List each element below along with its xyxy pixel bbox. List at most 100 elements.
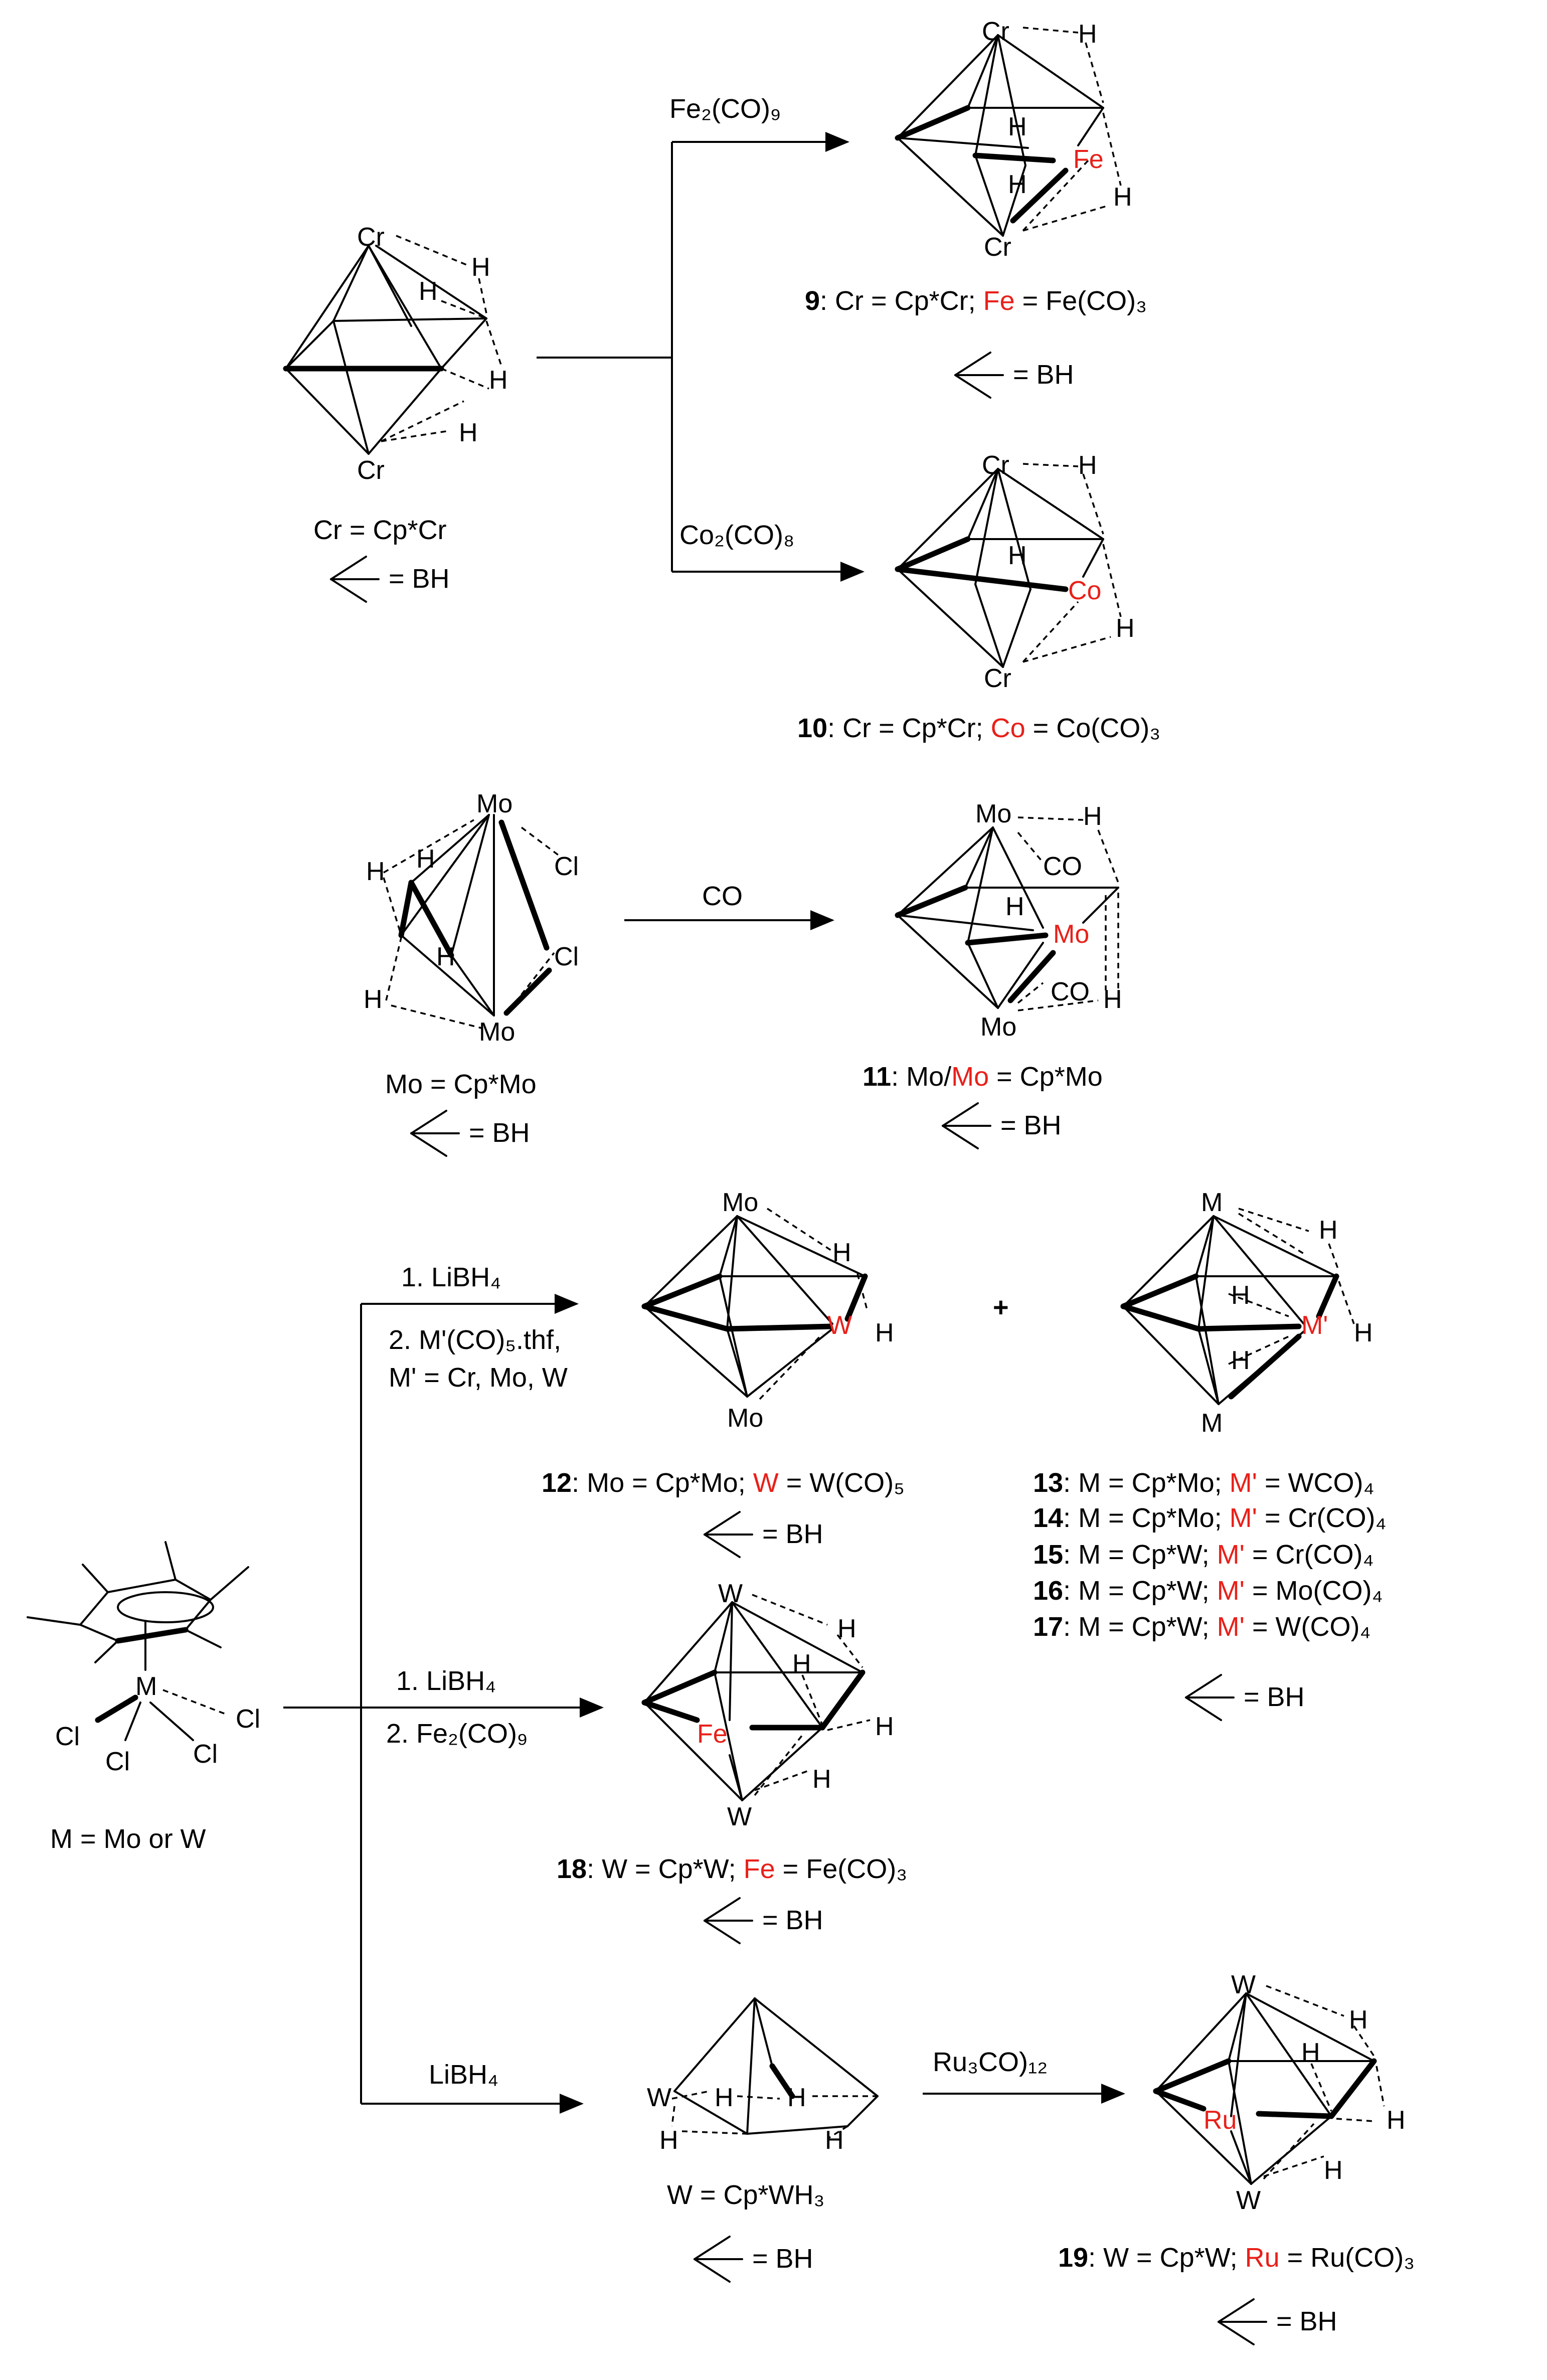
- atom-h: H: [1301, 2038, 1320, 2067]
- atom-h: H: [1103, 985, 1122, 1014]
- branch-arrow-cr: [537, 132, 865, 582]
- mo-start-cluster: Mo Mo Cl Cl H H H H: [364, 789, 579, 1047]
- atom-cr: Cr: [982, 17, 1009, 46]
- bh-legend: = BH: [752, 2244, 813, 2274]
- atom-m: M: [1201, 1409, 1223, 1438]
- bh-legend-icon: [694, 2236, 743, 2283]
- reagent-ru3co12: Ru₃CO)₁₂: [933, 2047, 1048, 2077]
- atom-h: H: [416, 844, 435, 874]
- atom-h: H: [1005, 892, 1024, 921]
- bh-legend-icon: [330, 556, 380, 603]
- reagent-libh4: LiBH₄: [429, 2060, 498, 2090]
- bh-legend-icon: [1185, 1674, 1235, 1721]
- bh-legend-icon: [704, 1511, 753, 1558]
- atom-cl: Cl: [193, 1740, 218, 1769]
- reagent-step1: 1. LiBH₄: [396, 1666, 496, 1696]
- caption-compound-16: 16: M = Cp*W; M' = Mo(CO)₄: [1033, 1576, 1383, 1606]
- atom-mo: Mo: [975, 799, 1011, 828]
- caption-compound-11: 11: Mo/Mo = Cp*Mo: [863, 1062, 1103, 1092]
- atom-h: H: [1116, 614, 1135, 643]
- bh-legend-icon: [1218, 2298, 1267, 2345]
- reagent-fe2co9: Fe₂(CO)₉: [669, 94, 781, 124]
- atom-h: H: [471, 253, 490, 282]
- caption-w-start: W = Cp*WH₃: [667, 2180, 825, 2210]
- reagent-co2co8: Co₂(CO)₈: [679, 520, 794, 550]
- atom-fe-highlight: Fe: [1073, 145, 1104, 174]
- caption-compound-9: 9: Cr = Cp*Cr; Fe = Fe(CO)₃: [805, 286, 1147, 316]
- atom-fe-highlight: Fe: [697, 1720, 728, 1749]
- atom-h: H: [1349, 2005, 1368, 2034]
- reagent-co: CO: [702, 881, 743, 911]
- atom-m: M: [1201, 1188, 1223, 1217]
- atom-h: H: [1354, 1318, 1373, 1347]
- atom-h: H: [715, 2083, 734, 2112]
- caption-compound-17: 17: M = Cp*W; M' = W(CO)₄: [1033, 1612, 1370, 1642]
- atom-w: W: [718, 1579, 743, 1608]
- compound-19-cluster: W W Ru H H H H: [1153, 1970, 1406, 2215]
- atom-h: H: [1231, 1346, 1250, 1375]
- ligand-co: CO: [1051, 977, 1090, 1006]
- atom-h: H: [1319, 1216, 1338, 1245]
- atom-mo: Mo: [479, 1017, 515, 1047]
- atom-h: H: [1387, 2106, 1406, 2135]
- caption-compound-18: 18: W = Cp*W; Fe = Fe(CO)₃: [557, 1854, 907, 1884]
- cr-start-cluster: Cr Cr H H H H: [283, 223, 508, 485]
- reagent-step2: 2. M'(CO)₅.thf,: [389, 1325, 561, 1355]
- bh-legend: = BH: [762, 1519, 823, 1549]
- bh-legend: = BH: [1244, 1682, 1305, 1712]
- ligand-co: CO: [1043, 852, 1082, 881]
- compound-10-cluster: Cr Cr Co H H H: [895, 451, 1135, 693]
- caption-mo-start: Mo = Cp*Mo: [385, 1069, 537, 1099]
- atom-mo: Mo: [476, 789, 512, 818]
- bh-legend: = BH: [762, 1905, 823, 1935]
- compound-12-cluster: Mo Mo W H H: [641, 1188, 894, 1433]
- caption-compound-14: 14: M = Cp*Mo; M' = Cr(CO)₄: [1033, 1503, 1387, 1533]
- caption-compound-19: 19: W = Cp*W; Ru = Ru(CO)₃: [1058, 2243, 1415, 2273]
- atom-cr: Cr: [984, 233, 1011, 262]
- atom-mo: Mo: [980, 1012, 1016, 1042]
- atom-cl: Cl: [236, 1705, 260, 1734]
- caption-compound-15: 15: M = Cp*W; M' = Cr(CO)₄: [1033, 1540, 1373, 1570]
- bh-legend: = BH: [389, 564, 450, 594]
- branch-arrow-precursor: [283, 1294, 604, 2114]
- atom-h: H: [1008, 170, 1027, 199]
- reagent-step1: 1. LiBH₄: [401, 1262, 501, 1292]
- caption-compound-12: 12: Mo = Cp*Mo; W = W(CO)₅: [542, 1468, 905, 1498]
- bh-legend-icon: [704, 1897, 753, 1944]
- atom-co-highlight: Co: [1068, 576, 1101, 605]
- bh-legend: = BH: [1000, 1110, 1062, 1140]
- atom-h: H: [875, 1318, 894, 1347]
- bh-legend-icon: [942, 1102, 991, 1149]
- atom-h: H: [366, 857, 385, 886]
- compound-13-17-cluster: M M M' H H H H: [1120, 1188, 1373, 1438]
- bh-legend: = BH: [469, 1118, 530, 1148]
- atom-w: W: [1231, 1970, 1256, 1999]
- compound-11-cluster: Mo Mo Mo CO CO H H H: [895, 799, 1122, 1042]
- atom-h: H: [364, 985, 383, 1014]
- atom-h: H: [659, 2126, 678, 2155]
- atom-cl: Cl: [554, 852, 579, 881]
- atom-h: H: [1078, 451, 1097, 480]
- caption-compound-13: 13: M = Cp*Mo; M' = WCO)₄: [1033, 1468, 1374, 1498]
- atom-cr: Cr: [984, 664, 1011, 693]
- reagent-step2: 2. Fe₂(CO)₉: [386, 1719, 528, 1749]
- caption-compound-10: 10: Cr = Cp*Cr; Co = Co(CO)₃: [797, 713, 1160, 743]
- atom-h: H: [1231, 1281, 1250, 1310]
- atom-h: H: [1324, 2156, 1343, 2185]
- bh-legend-icon: [410, 1110, 460, 1157]
- atom-cl: Cl: [105, 1747, 130, 1776]
- atom-w: W: [727, 1802, 752, 1831]
- cpstar-precursor: M Cl Cl Cl Cl: [27, 1541, 260, 1776]
- atom-m: M: [135, 1672, 157, 1701]
- atom-h: H: [787, 2083, 806, 2112]
- atom-h: H: [875, 1712, 894, 1741]
- bh-legend: = BH: [1276, 2306, 1337, 2336]
- atom-cl: Cl: [554, 942, 579, 971]
- caption-cr-start: Cr = Cp*Cr: [313, 515, 447, 545]
- atom-h: H: [436, 942, 455, 971]
- atom-h: H: [792, 1649, 811, 1678]
- atom-h: H: [1078, 20, 1097, 49]
- atom-h: H: [1008, 541, 1027, 570]
- atom-mo: Mo: [722, 1188, 758, 1217]
